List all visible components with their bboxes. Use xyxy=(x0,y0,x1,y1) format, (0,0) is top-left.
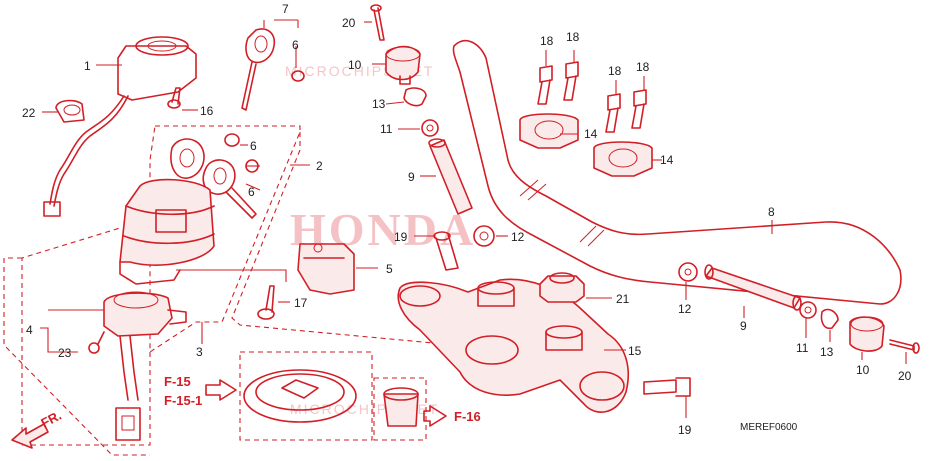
callout-19b: 19 xyxy=(678,423,692,437)
callout-18a: 18 xyxy=(540,34,554,48)
arrow-f15 xyxy=(205,379,237,401)
callout-12b: 12 xyxy=(678,302,692,316)
washer-13-right xyxy=(820,308,839,330)
callout-labels: 1 2 3 4 5 6 6 6 7 8 9 9 10 10 11 11 12 1… xyxy=(22,2,912,437)
callout-11b: 11 xyxy=(796,341,809,355)
seal-rings xyxy=(224,70,305,173)
bolt-18-a xyxy=(537,65,553,105)
bushing-holder xyxy=(373,377,427,441)
callout-6a: 6 xyxy=(292,38,299,52)
washer-13-top xyxy=(403,87,427,107)
callout-7: 7 xyxy=(282,2,289,16)
callout-19a: 19 xyxy=(394,230,408,244)
key-blank xyxy=(241,28,276,111)
callout-12a: 12 xyxy=(511,230,525,244)
bolt-18-c xyxy=(605,93,621,133)
bolt-18-d xyxy=(631,89,647,129)
screw-20-right xyxy=(889,339,920,354)
callout-22: 22 xyxy=(22,106,36,120)
wire-clip xyxy=(55,99,85,123)
callout-11a: 11 xyxy=(380,122,393,136)
callout-16: 16 xyxy=(200,104,214,118)
ignition-keys xyxy=(170,138,257,219)
handlebar-clamp-upper-b xyxy=(593,141,653,177)
callout-17: 17 xyxy=(294,296,308,310)
fuel-cap xyxy=(239,351,373,441)
callout-6b: 6 xyxy=(250,139,257,153)
callout-20a: 20 xyxy=(342,16,356,30)
weight-rod-9-right xyxy=(704,264,802,311)
callout-10a: 10 xyxy=(348,58,362,72)
callout-21: 21 xyxy=(616,292,630,306)
page-ref-f16[interactable]: F-16 xyxy=(454,409,481,424)
weight-rod-9-top xyxy=(428,138,473,215)
callout-10b: 10 xyxy=(856,363,870,377)
callout-13a: 13 xyxy=(372,97,386,111)
arrow-f16 xyxy=(423,405,447,427)
callout-8: 8 xyxy=(768,205,775,219)
callout-5: 5 xyxy=(386,262,393,276)
front-direction-arrow xyxy=(11,423,49,449)
callout-4: 4 xyxy=(26,323,33,337)
assembly-outline-ignition xyxy=(3,125,456,456)
callout-1: 1 xyxy=(84,59,91,73)
handlebar-clamp-upper-a xyxy=(519,113,579,149)
callout-9b: 9 xyxy=(740,319,747,333)
grip-end-top xyxy=(385,45,421,85)
callout-18b: 18 xyxy=(566,30,580,44)
top-bridge xyxy=(397,278,630,413)
callout-13b: 13 xyxy=(820,345,834,359)
callout-18c: 18 xyxy=(608,64,622,78)
star-washer-11-right xyxy=(799,301,817,319)
callout-15: 15 xyxy=(628,344,642,358)
switch-cover xyxy=(297,243,355,295)
screw-23 xyxy=(88,331,105,354)
page-ref-f15[interactable]: F-15 xyxy=(164,374,191,389)
callout-23: 23 xyxy=(58,346,72,360)
grip-end-right xyxy=(849,316,885,352)
ignition-cover xyxy=(43,36,197,217)
callout-9a: 9 xyxy=(408,170,415,184)
callout-3: 3 xyxy=(196,345,203,359)
callout-20b: 20 xyxy=(898,369,912,383)
callout-18d: 18 xyxy=(636,60,650,74)
callout-14b: 14 xyxy=(660,153,674,167)
screw-20-top xyxy=(370,4,385,41)
screw-17 xyxy=(257,285,275,320)
stem-nut xyxy=(539,272,585,303)
star-washer-11-top xyxy=(421,119,439,137)
screw-16 xyxy=(167,87,181,109)
star-washer-12-right xyxy=(678,262,698,282)
ignition-switch-body xyxy=(103,291,187,441)
page-ref-f15-1[interactable]: F-15-1 xyxy=(164,393,202,408)
handlebar xyxy=(452,40,902,305)
diagram-code: MEREF0600 xyxy=(740,422,798,433)
bolt-19-lower xyxy=(643,377,691,397)
callout-6c: 6 xyxy=(248,185,255,199)
bolt-18-b xyxy=(563,61,579,101)
star-washer-12-top xyxy=(473,225,495,247)
callout-14a: 14 xyxy=(584,127,598,141)
leader-lines xyxy=(40,19,907,418)
ignition-cylinder xyxy=(119,178,215,285)
callout-2: 2 xyxy=(316,159,323,173)
